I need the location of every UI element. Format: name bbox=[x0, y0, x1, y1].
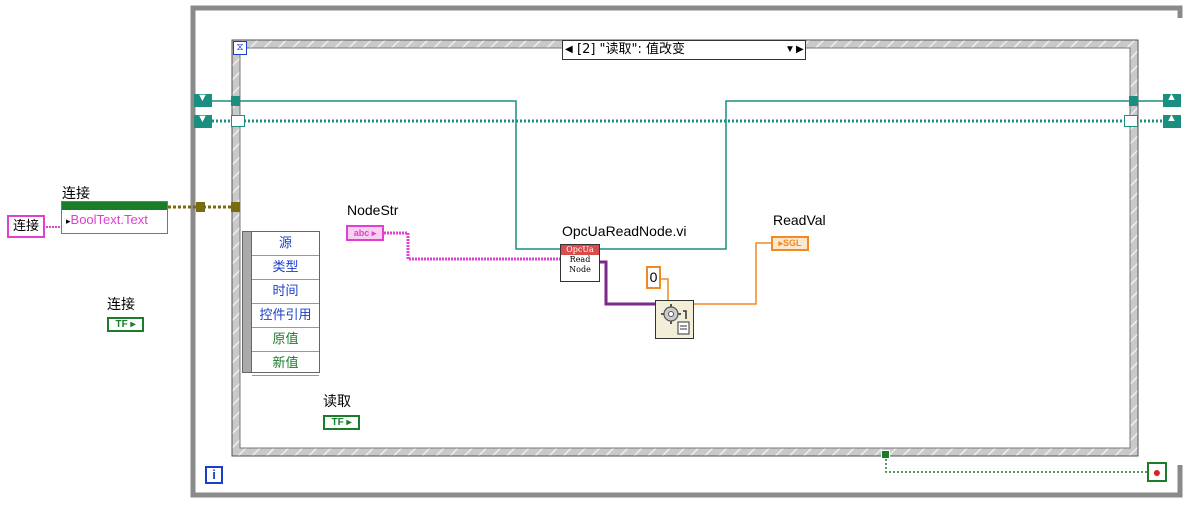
subvi-label: OpcUaReadNode.vi bbox=[562, 223, 687, 239]
dropdown-arrow-icon[interactable]: ▼ bbox=[785, 44, 795, 55]
tunnel-ref-left[interactable] bbox=[231, 115, 245, 127]
nodestr-terminal[interactable]: abc ▸ bbox=[346, 225, 384, 241]
next-case-arrow-icon[interactable]: ▶ bbox=[796, 44, 804, 55]
ref-wire-1 bbox=[240, 100, 560, 250]
subvi-opcua-read-node[interactable]: OpcUa Read Node bbox=[560, 244, 600, 282]
hourglass-icon[interactable]: ⧖ bbox=[233, 41, 247, 55]
sgl-label: SGL bbox=[783, 238, 802, 248]
bool-terminal-label-connect: 连接 bbox=[107, 296, 135, 312]
property-node[interactable]: ▸BoolText.Text bbox=[61, 201, 168, 234]
string-constant[interactable]: 连接 bbox=[7, 215, 45, 238]
event-data-item[interactable]: 原值 bbox=[252, 328, 319, 352]
shift-register-right-2[interactable]: ▲ bbox=[1163, 112, 1181, 128]
shift-register-left-1[interactable]: ▼ bbox=[194, 92, 212, 107]
while-loop-frame bbox=[190, 5, 1183, 498]
event-data-item[interactable]: 类型 bbox=[252, 256, 319, 280]
bool-terminal-read[interactable]: TF ▸ bbox=[323, 415, 360, 430]
string-wire bbox=[384, 231, 560, 261]
event-data-item[interactable]: 时间 bbox=[252, 280, 319, 304]
float-wire bbox=[694, 242, 772, 305]
event-data-node[interactable]: 源类型时间控件引用原值新值 bbox=[242, 231, 320, 376]
event-case-selector[interactable]: ◀ [2] "读取": 值改变 ▼ ▶ bbox=[562, 40, 806, 60]
purple-wire bbox=[600, 260, 655, 306]
readval-label: ReadVal bbox=[773, 212, 826, 228]
shift-down-icon: ▼ bbox=[197, 92, 208, 104]
case-selector-label: [2] "读取": 值改变 bbox=[577, 42, 686, 57]
subvi-icon-line3: Node bbox=[569, 265, 591, 274]
tunnel-left-1[interactable] bbox=[231, 96, 240, 106]
event-data-item[interactable]: 源 bbox=[252, 232, 319, 256]
bool-tunnel-stop[interactable] bbox=[881, 450, 890, 459]
stop-icon[interactable]: ● bbox=[1147, 462, 1167, 482]
subvi-icon-line2: Read bbox=[569, 255, 591, 264]
subvi-icon-header: OpcUa bbox=[561, 245, 599, 255]
invoke-node[interactable] bbox=[655, 300, 694, 339]
property-node-caption: 连接 bbox=[62, 185, 90, 201]
shift-register-left-2[interactable]: ▼ bbox=[194, 113, 212, 128]
property-node-header bbox=[62, 202, 167, 210]
bool-terminal-connect[interactable]: TF ▸ bbox=[107, 317, 144, 332]
tf-label: TF bbox=[331, 417, 344, 428]
shift-up-icon: ▲ bbox=[1166, 91, 1177, 103]
shift-register-right-1[interactable]: ▲ bbox=[1163, 91, 1181, 107]
property-name: BoolText.Text bbox=[70, 212, 148, 227]
shift-up-icon: ▲ bbox=[1166, 112, 1177, 124]
abc-icon: abc bbox=[353, 228, 370, 238]
shift-down-icon: ▼ bbox=[197, 113, 208, 125]
event-data-item[interactable]: 新值 bbox=[252, 352, 319, 376]
tunnel-right-1[interactable] bbox=[1129, 96, 1138, 106]
loop-tunnel-cluster[interactable] bbox=[196, 202, 205, 212]
nodestr-label: NodeStr bbox=[347, 202, 399, 218]
prev-case-arrow-icon[interactable]: ◀ bbox=[565, 44, 573, 55]
event-data-item[interactable]: 控件引用 bbox=[252, 304, 319, 328]
ref-wire-2 bbox=[600, 100, 1130, 250]
iteration-terminal[interactable]: i bbox=[205, 466, 223, 484]
stop-wire bbox=[885, 455, 1148, 473]
tunnel-ref-right[interactable] bbox=[1124, 115, 1138, 127]
event-structure-frame bbox=[231, 39, 1139, 457]
tf-label: TF bbox=[115, 319, 128, 330]
gear-convert-icon bbox=[661, 304, 690, 335]
tunnel-cluster[interactable] bbox=[231, 202, 240, 212]
bool-terminal-label-read: 读取 bbox=[323, 393, 351, 409]
event-data-node-bar bbox=[243, 232, 252, 372]
readval-indicator[interactable]: ▸SGL bbox=[771, 236, 809, 251]
numeric-constant[interactable]: 0 bbox=[646, 266, 661, 289]
